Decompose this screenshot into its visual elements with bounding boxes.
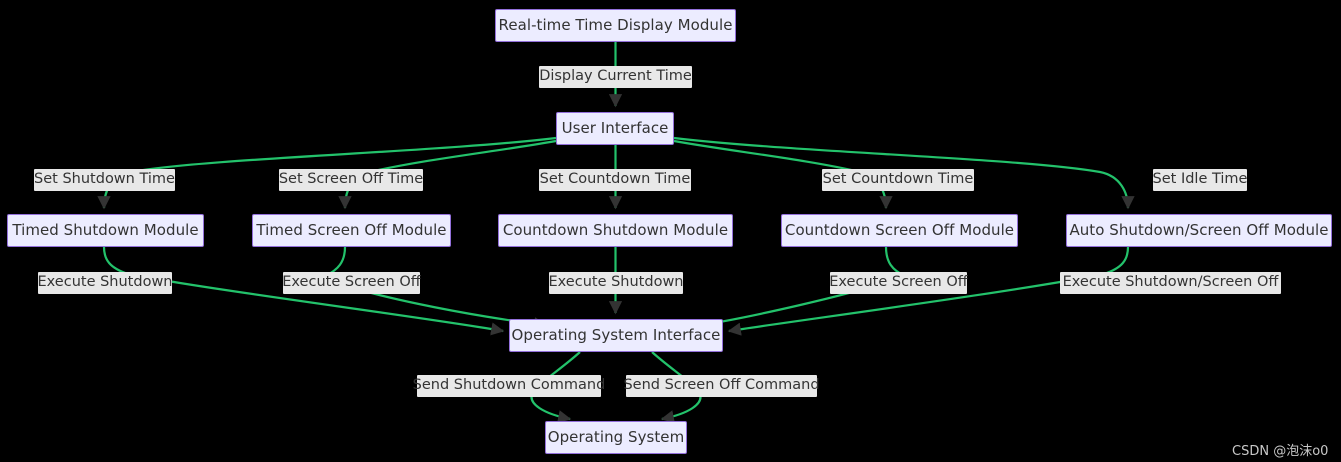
edge-label-l8: Execute Screen Off [282, 272, 421, 294]
node-ui[interactable]: User Interface [556, 112, 674, 145]
node-timed_so[interactable]: Timed Screen Off Module [252, 214, 451, 247]
node-os[interactable]: Operating System [545, 421, 687, 454]
csdn-watermark: CSDN @泡沫o0 [1232, 444, 1329, 459]
edge-timed_sd-to-os_iface [102, 246, 505, 336]
edge-label-l2: Set Shutdown Time [34, 169, 175, 191]
edge-label-l11: Execute Shutdown/Screen Off [1060, 272, 1281, 294]
edge-label-l7: Execute Shutdown [38, 272, 173, 294]
edge-label-l4: Set Countdown Time [539, 169, 691, 191]
edge-label-l3: Set Screen Off Time [279, 169, 423, 191]
edge-ui-to-auto [673, 136, 1135, 210]
edge-label-l9: Execute Shutdown [549, 272, 684, 294]
node-timed_sd[interactable]: Timed Shutdown Module [7, 214, 204, 247]
edge-label-l13: Send Screen Off Command [623, 375, 820, 397]
node-realtime[interactable]: Real-time Time Display Module [495, 9, 736, 42]
node-os_iface[interactable]: Operating System Interface [509, 319, 723, 352]
edge-label-l10: Execute Screen Off [829, 272, 968, 294]
edge-label-l5: Set Countdown Time [822, 169, 974, 191]
edge-auto-to-os_iface [727, 246, 1130, 336]
node-count_so[interactable]: Countdown Screen Off Module [781, 214, 1018, 247]
edge-label-l6: Set Idle Time [1153, 169, 1247, 191]
node-count_sd[interactable]: Countdown Shutdown Module [498, 214, 733, 247]
edge-label-l12: Send Shutdown Command [413, 375, 605, 397]
node-auto[interactable]: Auto Shutdown/Screen Off Module [1066, 214, 1332, 247]
edge-label-l1: Display Current Time [539, 66, 692, 88]
